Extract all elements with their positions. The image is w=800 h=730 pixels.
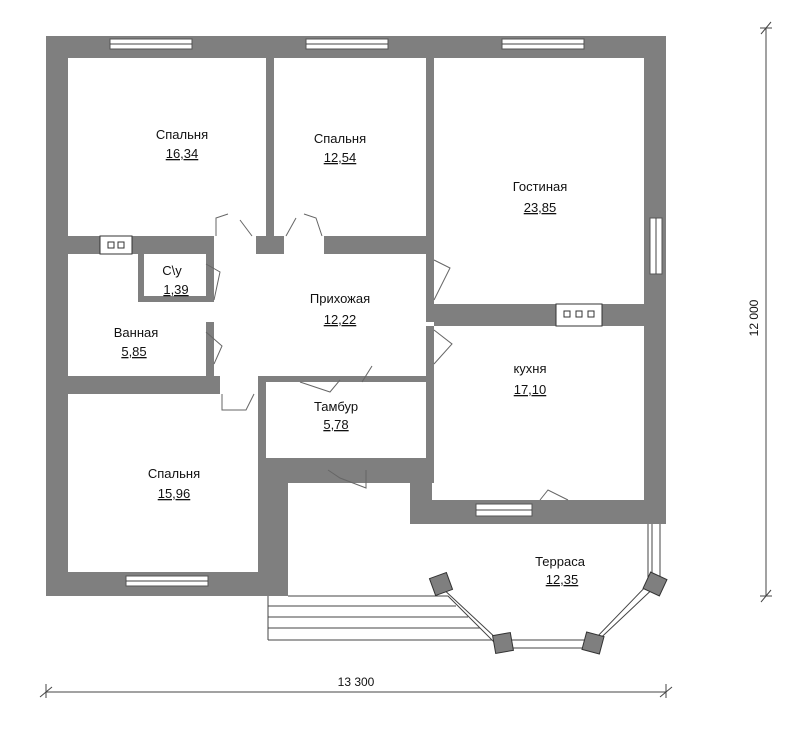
wall-tambur-bottom [266, 458, 432, 483]
room-name-bedroom-3: Спальня [148, 466, 200, 481]
wall-wc-bottom [138, 296, 214, 302]
door-bed2 [285, 217, 297, 237]
terrace-railing [288, 524, 661, 649]
terrace-column-3 [581, 631, 605, 655]
terrace-column-2 [491, 631, 515, 655]
room-name-bedroom-2: Спальня [314, 131, 366, 146]
dimension-width-label: 13 300 [338, 675, 375, 689]
wall-bed1-bed2 [266, 58, 274, 236]
room-area-tambur: 5,78 [323, 417, 348, 432]
door-bed4 [221, 393, 255, 411]
room-area-bedroom-2: 12,54 [324, 150, 357, 165]
door-bath [205, 331, 223, 365]
room-labels: Спальня 16,34 Спальня 12,54 Гостиная 23,… [114, 127, 586, 587]
door-terrace [539, 489, 569, 501]
room-area-wc: 1,39 [163, 282, 188, 297]
wall-left [46, 36, 68, 596]
outer-walls [46, 36, 666, 596]
wall-bed4-right [258, 376, 266, 576]
wall-tambur-left-down [266, 483, 288, 596]
terrace [288, 524, 668, 655]
terrace-column-4 [642, 571, 668, 597]
room-name-bathroom: Ванная [114, 325, 159, 340]
wall-living-kitchen [434, 304, 666, 326]
room-area-bathroom: 5,85 [121, 344, 146, 359]
wall-wc-left [138, 254, 144, 300]
room-area-bedroom-1: 16,34 [166, 146, 199, 161]
wall-wc-right-top [206, 254, 214, 300]
wall-right [644, 36, 666, 524]
doors [205, 213, 569, 501]
room-name-bedroom-1: Спальня [156, 127, 208, 142]
door-entrance [327, 469, 367, 489]
interior-walls [68, 58, 666, 576]
room-name-terrace: Терраса [535, 554, 586, 569]
door-tambur [299, 379, 341, 393]
door-wc [205, 263, 221, 301]
wall-kitchen-left-stub [410, 483, 432, 524]
windows [109, 38, 663, 587]
room-name-tambur: Тамбур [314, 399, 358, 414]
room-area-hallway: 12,22 [324, 312, 357, 327]
door-bed1 [215, 213, 229, 236]
wall-hall-bottom [258, 376, 430, 382]
dimension-height-label: 12 000 [747, 299, 761, 336]
wall-h-mid [256, 236, 284, 254]
door-living [433, 259, 451, 301]
wall-hall-kitchen [426, 326, 434, 368]
wall-h-right [324, 236, 434, 254]
dimension-height: 12 000 [747, 21, 772, 603]
wall-h-left [68, 236, 214, 254]
room-name-living: Гостиная [513, 179, 568, 194]
room-area-kitchen: 17,10 [514, 382, 547, 397]
room-area-living: 23,85 [524, 200, 557, 215]
wall-kitchen-tambur [426, 368, 434, 483]
dimension-width: 13 300 [39, 675, 673, 698]
room-name-wc: С\у [162, 263, 182, 278]
steps [267, 596, 492, 641]
wall-kitchen-bottom [410, 500, 666, 524]
wall-bed2-living [426, 58, 434, 322]
wall-bath-bed4 [68, 376, 220, 394]
room-area-terrace: 12,35 [546, 572, 579, 587]
wall-bath-right [206, 322, 214, 376]
room-name-kitchen: кухня [513, 361, 546, 376]
terrace-column-1 [428, 571, 454, 597]
room-area-bedroom-3: 15,96 [158, 486, 191, 501]
vent-blocks [99, 235, 603, 327]
room-name-hallway: Прихожая [310, 291, 370, 306]
door-kitchen [433, 329, 453, 365]
